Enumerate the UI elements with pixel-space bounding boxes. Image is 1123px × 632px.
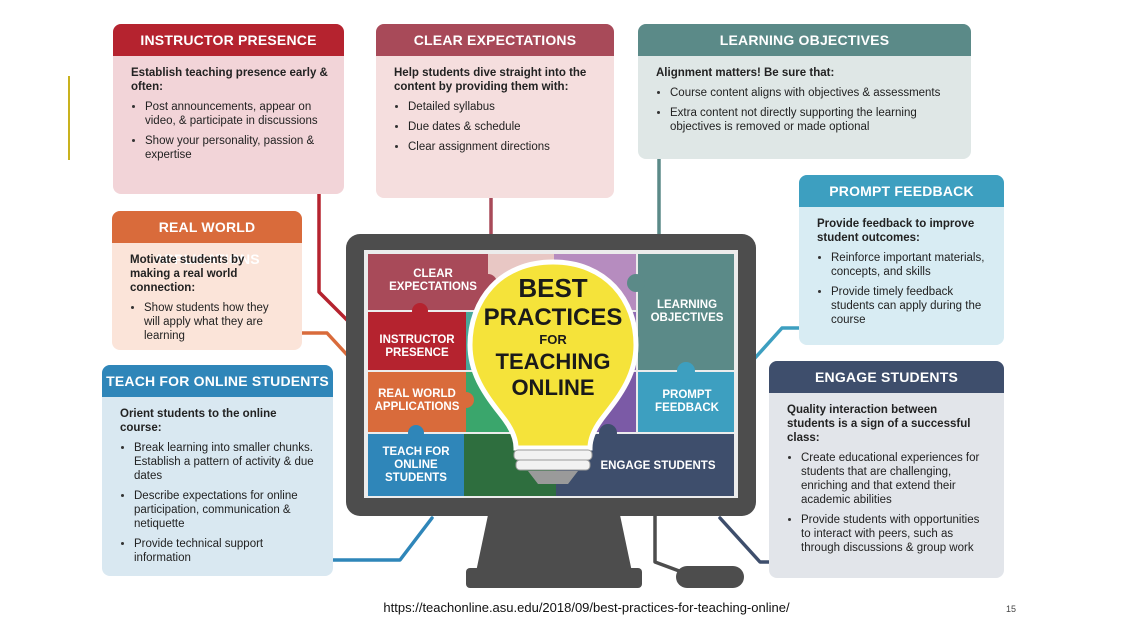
knob-4 [458, 392, 474, 408]
card-instructor-presence: INSTRUCTOR PRESENCE Establish teaching p… [113, 24, 344, 194]
card-bullets: Course content aligns with objectives & … [656, 86, 955, 134]
knob-3 [412, 303, 428, 319]
bulb-base-2 [515, 459, 591, 471]
knob-2 [627, 274, 645, 292]
card-lead: Alignment matters! Be sure that: [656, 67, 835, 79]
card-bullets: Post announcements, appear on video, & p… [131, 100, 328, 162]
bulb-base-1 [513, 449, 593, 461]
card-lead: Orient students to the online course: [120, 408, 277, 434]
puzzle-label-prompt-feedback: PROMPT FEEDBACK [655, 389, 719, 414]
card-bullet: Provide technical support information [134, 537, 317, 565]
card-teach-online-students: TEACH FOR ONLINE STUDENTS Orient student… [102, 365, 333, 576]
puzzle-label-real-world: REAL WORLD APPLICATIONS [374, 388, 460, 413]
monitor-stand [476, 515, 632, 572]
mouse-cable [653, 513, 692, 577]
piece-online [368, 434, 464, 496]
card-bullet: Create educational experiences for stude… [801, 451, 988, 507]
card-title: TEACH FOR ONLINE STUDENTS [102, 365, 333, 397]
card-bullet: Clear assignment directions [408, 140, 598, 154]
piece-objectives [638, 254, 734, 370]
knob-5 [677, 362, 695, 380]
card-bullet: Due dates & schedule [408, 120, 598, 134]
source-url[interactable]: https://teachonline.asu.edu/2018/09/best… [383, 600, 790, 615]
piece-realworld [368, 372, 466, 432]
piece-feedback [638, 372, 734, 432]
card-prompt-feedback: PROMPT FEEDBACK Provide feedback to impr… [799, 175, 1004, 345]
mouse [676, 566, 744, 588]
card-bullet: Describe expectations for online partici… [134, 489, 317, 531]
bulb-tip [528, 471, 578, 484]
card-bullet: Course content aligns with objectives & … [670, 86, 955, 100]
card-lead: Provide feedback to improve student outc… [817, 218, 975, 244]
card-lead: Help students dive straight into the con… [394, 67, 587, 93]
bulb-glass [467, 259, 639, 451]
card-bullet: Post announcements, appear on video, & p… [145, 100, 328, 128]
card-bullet: Detailed syllabus [408, 100, 598, 114]
knob-7 [599, 424, 617, 442]
card-bullets: Break learning into smaller chunks. Esta… [120, 441, 317, 565]
card-title: LEARNING OBJECTIVES [638, 24, 971, 56]
card-bullet: Provide timely feedback students can app… [831, 285, 988, 327]
connector-instructor [317, 174, 352, 325]
card-clear-expectations: CLEAR EXPECTATIONS Help students dive st… [376, 24, 614, 198]
puzzle-label-instructor-presence: INSTRUCTOR PRESENCE [379, 334, 455, 359]
puzzle-label-engage-students: ENGAGE STUDENTS [600, 460, 716, 472]
card-bullet: Extra content not directly supporting th… [670, 106, 955, 134]
card-title: INSTRUCTOR PRESENCE [113, 24, 344, 56]
card-lead: Motivate students by making a real world… [130, 254, 245, 294]
card-bullets: Detailed syllabus Due dates & schedule C… [394, 100, 598, 154]
card-bullet: Show your personality, passion & experti… [145, 134, 328, 162]
card-bullet: Provide students with opportunities to i… [801, 513, 988, 555]
card-title: REAL WORLD APPLICATIONS [112, 211, 302, 267]
card-title: ENGAGE STUDENTS [769, 361, 1004, 393]
card-real-world-applications: REAL WORLD APPLICATIONS Motivate student… [112, 211, 302, 350]
accent-line [68, 76, 70, 160]
light-bulb [467, 259, 639, 484]
monitor-base [466, 568, 642, 588]
card-title: PROMPT FEEDBACK [799, 175, 1004, 207]
card-bullets: Reinforce important materials, concepts,… [817, 251, 988, 327]
card-bullets: Show students how they will apply what t… [130, 301, 286, 343]
knob-6 [408, 425, 424, 441]
bulb-text-for: FOR [539, 332, 567, 347]
card-bullet: Show students how they will apply what t… [144, 301, 286, 343]
card-title: CLEAR EXPECTATIONS [376, 24, 614, 56]
bulb-text-online: ONLINE [511, 375, 595, 400]
piece-instructor [368, 312, 466, 370]
card-bullets: Create educational experiences for stude… [787, 451, 988, 555]
card-learning-objectives: LEARNING OBJECTIVES Alignment matters! B… [638, 24, 971, 159]
bulb-text-practices: PRACTICES [483, 304, 623, 331]
puzzle-label-teach-online: TEACH FOR ONLINE STUDENTS [382, 446, 450, 484]
card-lead: Establish teaching presence early & ofte… [131, 67, 328, 93]
slide-number: 15 [1006, 604, 1017, 614]
card-bullet: Reinforce important materials, concepts,… [831, 251, 988, 279]
piece-clear [368, 254, 488, 310]
connector-online [310, 516, 434, 562]
bulb-text-best: BEST [518, 273, 588, 303]
puzzle-label-clear-expectations: CLEAR EXPECTATIONS [389, 268, 477, 293]
card-engage-students: ENGAGE STUDENTS Quality interaction betw… [769, 361, 1004, 578]
puzzle-label-learning-objectives: LEARNING OBJECTIVES [650, 299, 724, 324]
card-lead: Quality interaction between students is … [787, 404, 971, 444]
bulb-text-teaching: TEACHING [495, 349, 611, 374]
card-bullet: Break learning into smaller chunks. Esta… [134, 441, 317, 483]
